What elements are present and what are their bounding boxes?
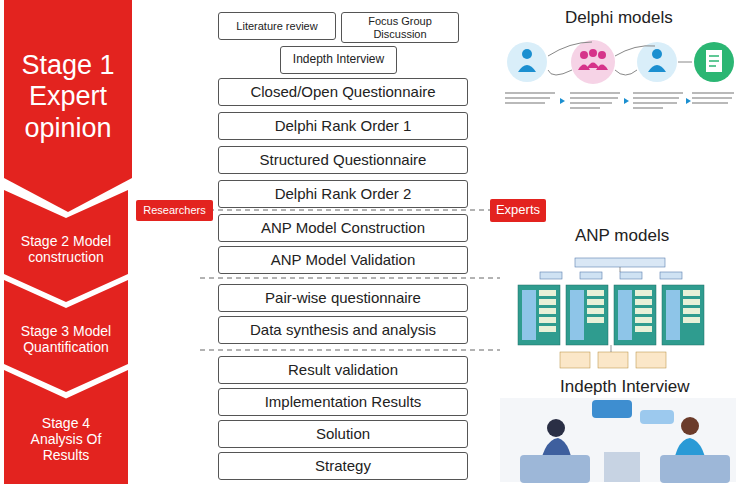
process-box: Implementation Results (218, 388, 468, 416)
box-label: Focus Group Discussion (348, 15, 452, 40)
process-box: Result validation (218, 356, 468, 384)
process-box: Strategy (218, 452, 468, 480)
box-label: Delphi Rank Order 2 (275, 185, 412, 202)
role-tag: Experts (490, 199, 546, 222)
box-label: Data synthesis and analysis (250, 321, 436, 338)
box-label: Indepth Interview (293, 53, 384, 67)
box-label: Structured Questionnaire (260, 151, 427, 168)
box-label: Experts (496, 203, 540, 218)
process-box: Closed/Open Questionnaire (218, 78, 468, 106)
process-box: Solution (218, 420, 468, 448)
stage-chevron: Stage 1 Expert opinion (4, 0, 132, 212)
process-box: ANP Model Validation (218, 246, 468, 274)
stage-chevron: Stage 4 Analysis Of Results (4, 370, 128, 484)
stage-label: Stage 4 Analysis Of Results (18, 415, 114, 463)
box-label: Literature review (236, 20, 317, 33)
process-box: ANP Model Construction (218, 214, 468, 242)
process-box: Delphi Rank Order 1 (218, 112, 468, 140)
box-label: ANP Model Construction (261, 219, 425, 236)
box-label: ANP Model Validation (271, 251, 416, 268)
process-box: Data synthesis and analysis (218, 316, 468, 344)
role-tag: Researchers (136, 200, 213, 221)
box-label: Strategy (315, 457, 371, 474)
box-label: Result validation (288, 361, 398, 378)
box-label: Delphi Rank Order 1 (275, 117, 412, 134)
box-label: Solution (316, 425, 370, 442)
process-box: Delphi Rank Order 2 (218, 180, 468, 208)
box-label: Researchers (143, 204, 205, 217)
process-box: Literature review (218, 12, 336, 40)
process-box: Pair-wise questionnaire (218, 284, 468, 312)
stage-chevron: Stage 2 Model construction (4, 190, 128, 302)
stage-chevron: Stage 3 Model Quantification (4, 280, 128, 392)
process-box: Focus Group Discussion (341, 12, 459, 43)
box-label: Pair-wise questionnaire (265, 289, 421, 306)
process-box: Indepth Interview (280, 46, 397, 74)
illustration-title: Delphi models (565, 8, 673, 28)
box-label: Implementation Results (265, 393, 422, 410)
process-box: Structured Questionnaire (218, 146, 468, 174)
illustration-title: Indepth Interview (560, 377, 689, 397)
stage-label: Stage 3 Model Quantification (18, 323, 114, 355)
box-label: Closed/Open Questionnaire (250, 83, 435, 100)
illustration-title: ANP models (575, 226, 669, 246)
stage-label: Stage 1 Expert opinion (18, 50, 118, 143)
stage-label: Stage 2 Model construction (18, 233, 114, 265)
